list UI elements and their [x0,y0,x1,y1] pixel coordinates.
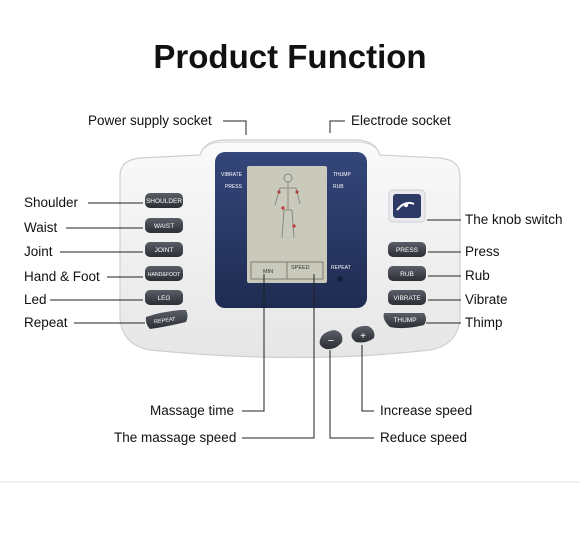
power-supply-socket-label: Power supply socket [88,113,212,128]
plus-button [351,325,375,343]
rub-button-label: RUB [400,271,414,278]
minus-icon: − [328,335,334,347]
callout-lines [50,120,461,439]
screen-label-rub: RUB [333,184,344,190]
screen-label-repeat: REPEAT [331,265,351,271]
shoulder-button-label: SHOULDER [146,198,182,205]
lcd-label-speed: SPEED [291,265,310,271]
massage-time-label: Massage time [150,403,235,418]
reduce-speed-label: Reduce speed [380,430,468,445]
hand-foot-button [145,266,183,281]
rub-button [388,266,426,281]
hand-foot-button-label: HAND&FOOT [148,272,181,278]
vibrate-button-label: VIBRATE [393,295,421,302]
lcd-label-min: MIN [263,269,273,275]
left-buttons[interactable] [145,193,188,329]
massage-speed-label: The massage speed [114,430,237,445]
screen-label-press: PRESS [225,184,243,190]
hand-foot-label: Hand & Foot [24,269,100,284]
screen-label-vibrate: VIBRATE [221,172,243,178]
minus-button [319,330,343,350]
body-figure-icon [274,173,301,239]
shoulder-label: Shoulder [24,195,79,210]
shoulder-button [145,193,183,208]
vibrate-button [388,290,426,305]
joint-button [145,242,183,257]
waist-button [145,218,183,233]
leg-button-label: LEG [157,295,170,302]
thimp-label: Thimp [465,315,503,330]
joint-button-label: JOINT [155,247,174,254]
waist-label: Waist [24,220,58,235]
press-button-label: PRESS [396,247,419,254]
electrode-socket-label: Electrode socket [351,113,451,128]
waist-button-label: WAIST [154,223,174,230]
lcd-display [247,166,327,283]
thump-button-label: THUMP [393,317,416,324]
screen-label-thump: THUMP [333,172,351,178]
leg-button [145,290,183,305]
repeat-label: Repeat [24,315,68,330]
led-label: Led [24,292,47,307]
rub-label: Rub [465,268,490,283]
plus-icon: + [360,331,366,342]
knob-switch-label: The knob switch [465,212,563,227]
increase-speed-label: Increase speed [380,403,473,418]
joint-label: Joint [24,244,53,259]
thump-button [383,313,426,329]
repeat-button-label: REPEAT [154,316,177,325]
vibrate-label: Vibrate [465,292,508,307]
repeat-button [145,310,188,329]
press-label: Press [465,244,500,259]
press-button [388,242,426,257]
right-buttons[interactable] [383,242,426,329]
page-title: Product Function [153,38,427,75]
